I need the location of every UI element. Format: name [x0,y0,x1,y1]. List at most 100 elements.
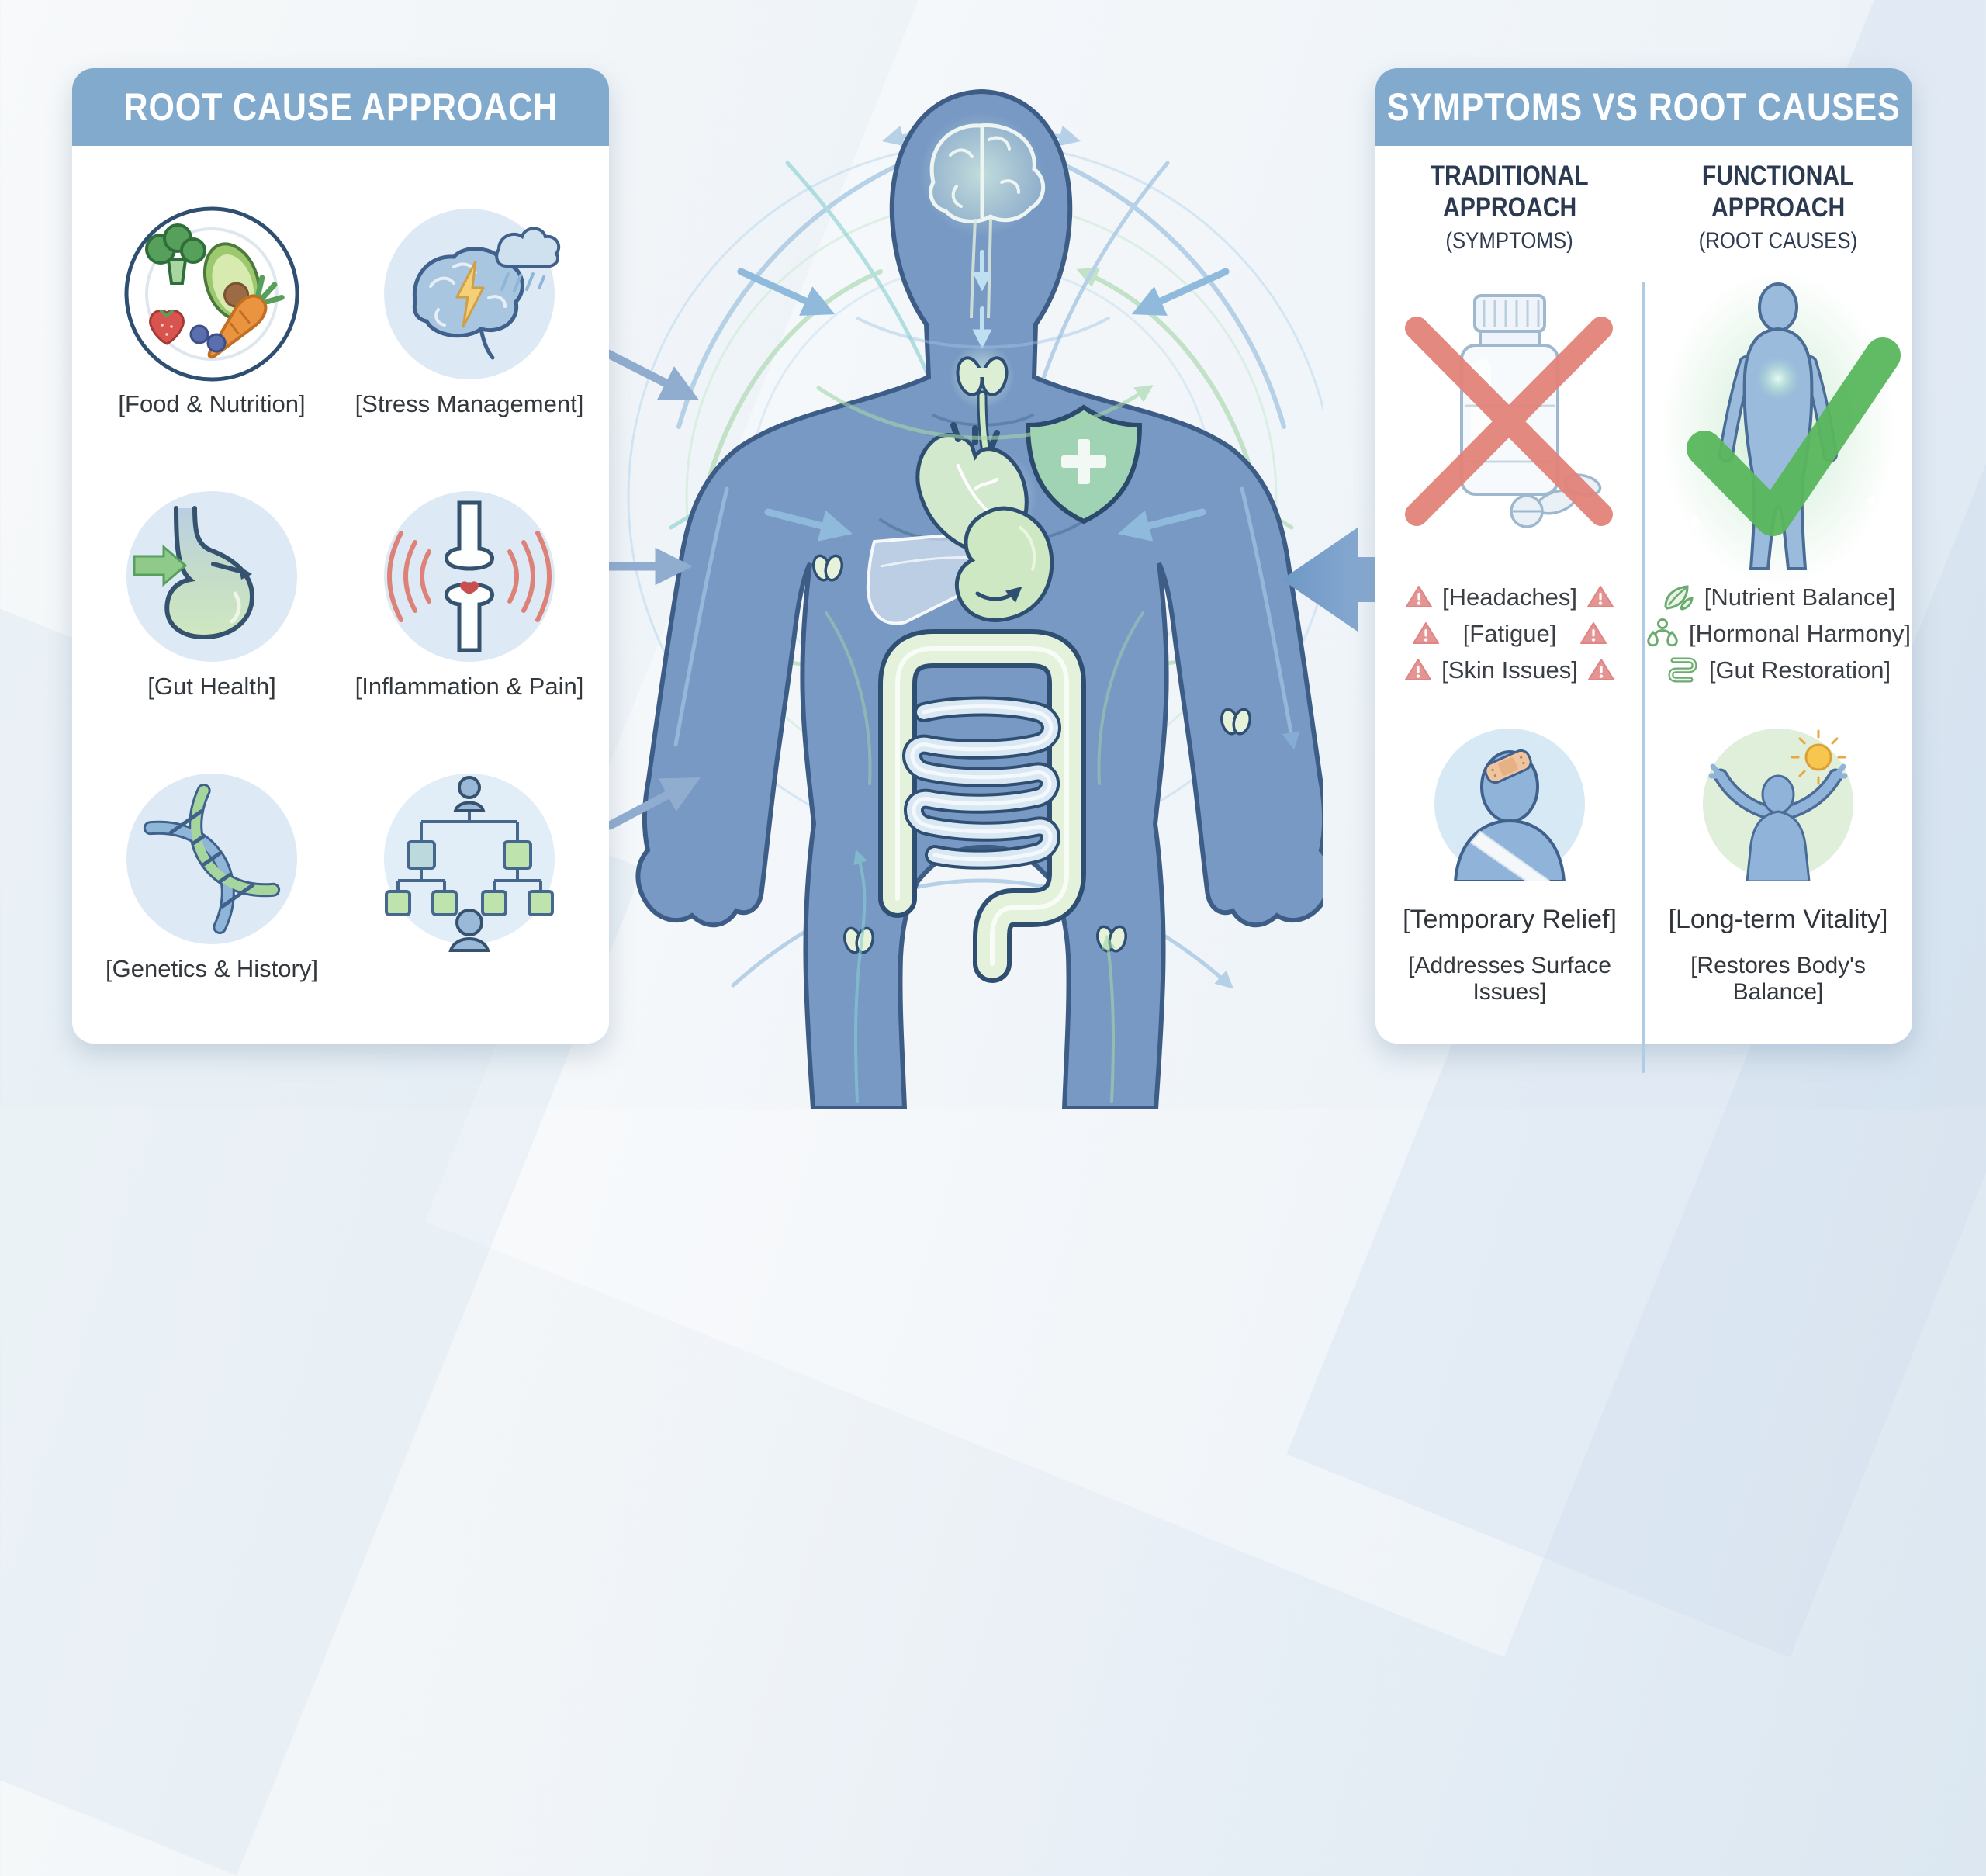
stomach-organ-icon [954,506,1054,622]
body-anatomy [812,112,1251,983]
inward-arrows [737,268,1230,542]
functional-outcome-label: [Long-term Vitality] [1668,905,1888,934]
immune-shield-icon [1025,404,1143,524]
right-panel-to-body-arrow [1282,528,1449,632]
functional-heading: FUNCTIONAL APPROACH (ROOT CAUSES) [1644,160,1912,257]
broccoli [145,223,206,285]
symptom-label: [Fatigue] [1462,619,1557,647]
symptom-label: [Skin Issues] [1441,656,1578,684]
benefit-row: [Nutrient Balance] [1644,579,1912,615]
bandage-icon [1484,749,1532,784]
small-intestine-icon [902,696,1061,870]
symptom-row: [Fatigue] [1375,615,1644,652]
lightning-icon [455,260,485,328]
factor-family-history [353,766,586,955]
functional-outcome-figure [1644,726,1912,881]
functional-figure [1644,262,1912,596]
factor-label: [Gut Health] [147,673,276,700]
rain-cloud-icon [495,227,561,292]
warning-icon [1587,586,1614,607]
pill-bottle-crossed-icon [1405,294,1613,528]
heading-line: APPROACH [1442,192,1577,223]
ancestor-person [453,776,486,812]
flow-lines-front [673,317,1300,1103]
warning-icon [1405,659,1432,680]
benefit-label: [Gut Restoration] [1708,656,1891,684]
arrow-to-body-bottom [605,777,701,830]
root-cause-panel-title: ROOT CAUSE APPROACH [123,85,558,129]
traditional-outcome-figure [1375,726,1644,881]
toga-sash [1469,830,1552,881]
gut-icon [1668,657,1697,682]
root-cause-panel-header: ROOT CAUSE APPROACH [72,68,609,146]
factor-label: [Food & Nutrition] [118,390,306,417]
food-plate-icon [124,206,299,382]
traditional-heading: TRADITIONAL APPROACH (SYMPTOMS) [1375,160,1644,257]
sun-icon [1791,729,1846,785]
leaf-icon [1664,584,1694,611]
through-arrow [211,562,245,574]
comparison-panel-title: SYMPTOMS VS ROOT CAUSES [1387,85,1901,129]
heading-line: TRADITIONAL [1430,161,1589,191]
comparison-panel-header: SYMPTOMS VS ROOT CAUSES [1375,68,1912,146]
symptom-row: [Skin Issues] [1375,652,1644,688]
factor-label: [Genetics & History] [106,955,318,982]
symptom-label: [Headaches] [1441,583,1578,611]
factor-label: [Stress Management] [355,390,584,417]
benefit-list: [Nutrient Balance] [Hormonal Harmony] [1644,579,1912,688]
vitality-person-icon [1703,729,1853,881]
dna-icon [126,774,297,944]
symptom-list: [Headaches] [Fatigue] [Skin Issues] [1375,579,1644,688]
input-arrow [133,544,188,587]
heading-subline: (ROOT CAUSES) [1698,228,1858,254]
symptom-row: [Headaches] [1375,579,1644,615]
arrow-to-body-top [604,349,700,400]
factor-inflammation-pain: [Inflammation & Pain] [353,483,586,701]
stress-brain-icon [384,209,561,379]
symptoms-vs-root-causes-panel: SYMPTOMS VS ROOT CAUSES TRADITIONAL APPR… [1375,68,1912,1073]
heading-line: FUNCTIONAL [1702,161,1854,191]
heading-line: APPROACH [1711,192,1846,223]
warning-icon [1580,622,1607,644]
factor-genetics-history: [Genetics & History] [95,766,328,983]
joint-pain-icon [384,491,555,662]
brainstem-lines [970,218,992,319]
factor-gut-health: [Gut Health] [95,483,328,701]
benefit-label: [Hormonal Harmony] [1689,619,1911,647]
column-divider [1642,282,1645,1073]
traditional-outcome-sublabel: [Addresses Surface Issues] [1408,953,1611,1005]
strawberry [149,309,185,345]
large-intestine-icon [878,629,1086,983]
factor-label: [Inflammation & Pain] [355,673,584,700]
pain-waves [387,531,552,622]
left-panel-to-body-arrows [602,349,701,830]
hormone-balance-icon [1647,618,1678,646]
family-tree-icon [384,774,555,952]
warning-icon [1405,586,1432,607]
pain-point [460,581,479,594]
warning-icon [1412,622,1439,644]
functional-approach-column: FUNCTIONAL APPROACH (ROOT CAUSES) [1644,146,1912,1044]
warning-icon [1587,659,1614,680]
benefit-row: [Gut Restoration] [1644,652,1912,688]
factor-food-nutrition: [Food & Nutrition] [95,201,328,418]
stomach-icon [126,491,297,662]
descendant-person [448,909,490,952]
traditional-figure [1375,282,1644,545]
factor-stress-management: [Stress Management] [353,201,586,418]
bandaged-person-icon [1434,729,1585,881]
blueberries [189,324,227,353]
traditional-approach-column: TRADITIONAL APPROACH (SYMPTOMS) [1375,146,1644,1044]
root-cause-panel: ROOT CAUSE APPROACH [72,68,609,1044]
red-x-icon [1405,317,1613,526]
thyroid-icon [956,356,1009,396]
body-checkmark-icon [1660,270,1901,588]
brain-icon [929,123,1046,223]
benefit-label: [Nutrient Balance] [1704,583,1896,611]
traditional-outcome-label: [Temporary Relief] [1403,905,1617,934]
benefit-row: [Hormonal Harmony] [1644,615,1912,652]
heading-subline: (SYMPTOMS) [1445,228,1574,254]
human-body-illustration [627,88,1323,1109]
functional-outcome-sublabel: [Restores Body's Balance] [1690,953,1866,1005]
